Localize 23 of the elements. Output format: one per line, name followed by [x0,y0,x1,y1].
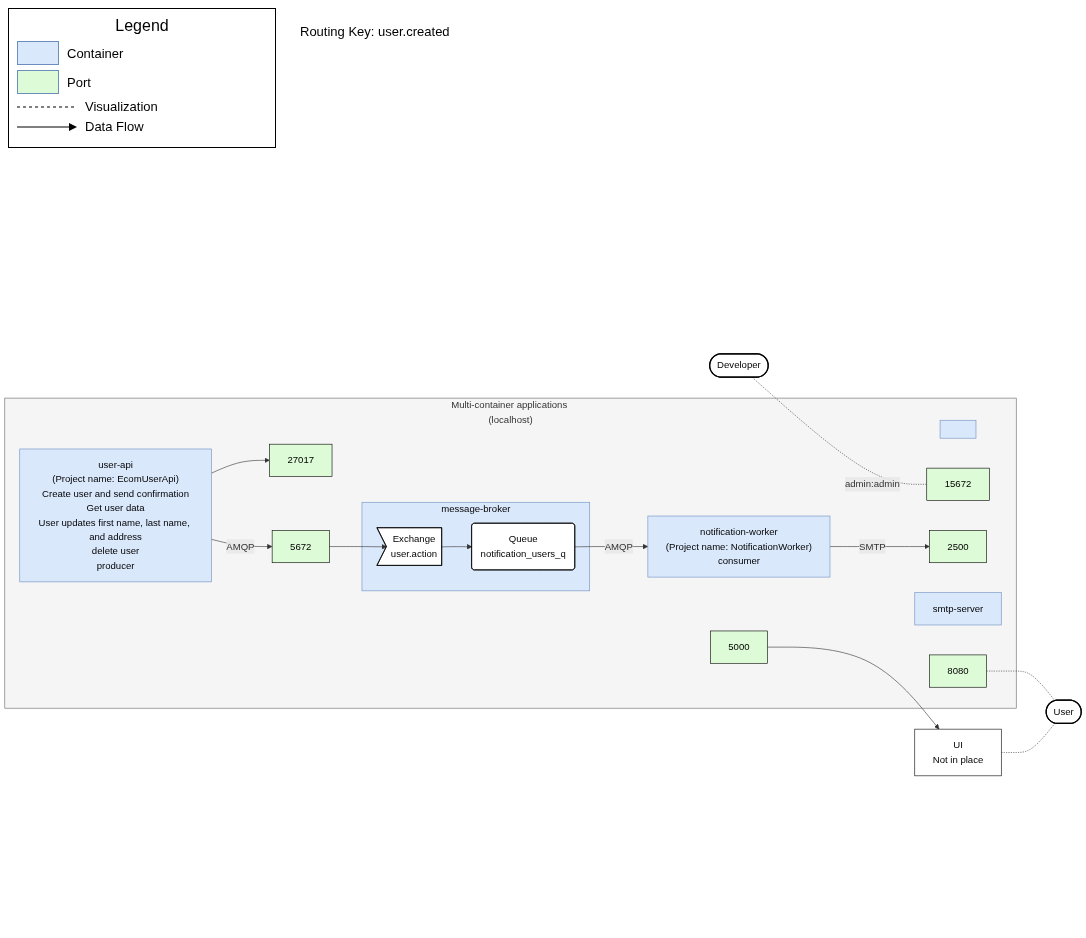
legend-title: Legend [114,17,170,35]
node-box: 27017 [269,444,333,477]
connector [1001,723,1056,753]
node-box: smtp-server [914,592,1002,626]
node-box: notification-worker (Project name: NotificationWorker) consumer [647,515,831,578]
node-box: 8080 [929,654,987,688]
legend-label: Port [67,74,91,90]
legend-label: Container [67,45,124,61]
node-box: user-api (Project name: EcomUserApi) Create user and send confirmation Get user data User updates first name, last name, and address delete user producer [19,448,212,583]
node-box: UI Not in place [914,729,1002,777]
node-box: 5000 [710,630,768,664]
node-box: 15672 [926,468,990,501]
note-text: Routing Key: user.created [300,24,451,39]
legend-label: Visualization [85,99,158,114]
legend-label: Data Flow [85,119,144,134]
node-box: 2500 [929,530,987,564]
edge-label: admin:admin [844,479,900,490]
node-box [939,420,977,439]
connector [986,670,1056,702]
edge-label: SMTP [859,541,886,552]
node-box: 5672 [271,530,330,564]
edge-label: AMQP [226,541,255,552]
edge-label: AMQP [604,541,633,552]
